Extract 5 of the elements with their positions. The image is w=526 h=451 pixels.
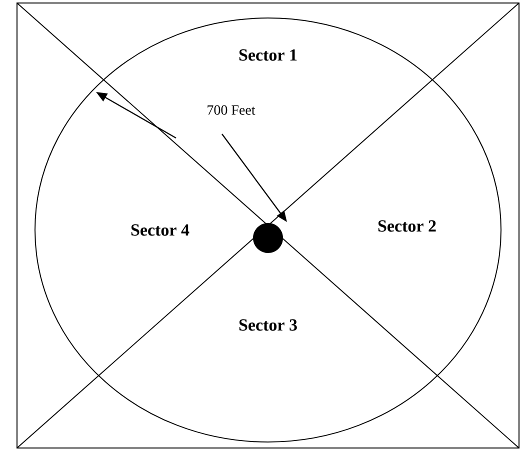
sector-label: Sector 1 <box>239 49 297 61</box>
sector-label: Sector 3 <box>239 319 297 331</box>
sector-label: Sector 2 <box>378 220 436 232</box>
dimension-label: 700 Feet <box>208 105 256 115</box>
sector-label: Sector 4 <box>131 224 190 236</box>
